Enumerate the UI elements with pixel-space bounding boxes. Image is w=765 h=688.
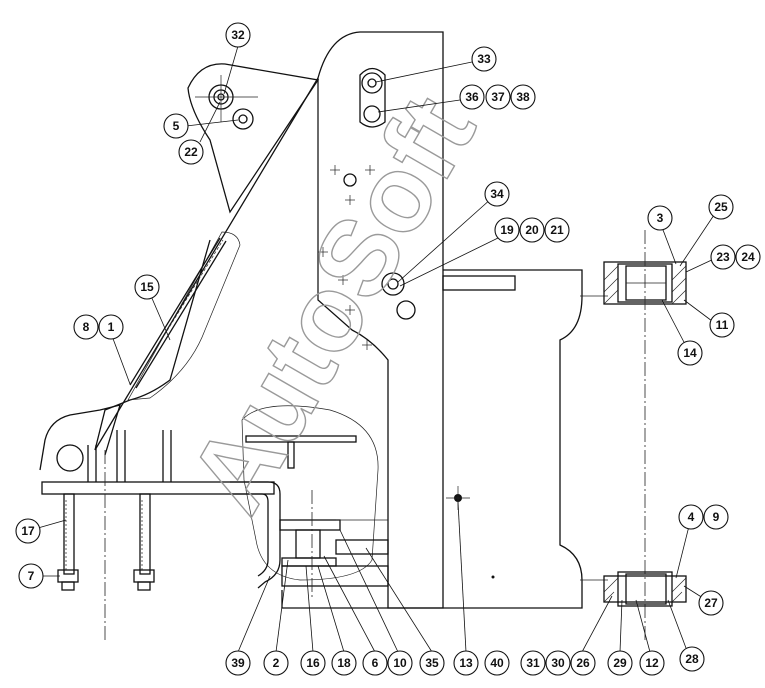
svg-text:31: 31 [526,656,540,670]
callout-17: 17 [15,518,41,544]
callout-22: 22 [178,139,204,165]
callout-3: 3 [647,205,673,231]
callout-19: 19 [494,217,520,243]
svg-text:29: 29 [613,656,627,670]
callout-18: 18 [331,650,357,676]
callout-35: 35 [419,650,445,676]
svg-text:3: 3 [657,211,664,225]
svg-text:23: 23 [716,250,730,264]
upper-bearing-housing [603,230,687,640]
callout-6: 6 [362,650,388,676]
svg-text:39: 39 [231,656,245,670]
callout-2: 2 [263,650,289,676]
upper-bracket [187,63,320,214]
callout-25: 25 [708,194,734,220]
svg-text:28: 28 [685,652,699,666]
svg-text:18: 18 [337,656,351,670]
svg-text:22: 22 [184,145,198,159]
callout-13: 13 [453,650,479,676]
callout-11: 11 [709,312,735,338]
callout-31: 31 [520,650,546,676]
svg-text:14: 14 [683,346,697,360]
svg-text:33: 33 [477,52,491,66]
callout-27: 27 [698,590,724,616]
lower-left-frame [39,404,281,640]
callout-10: 10 [387,650,413,676]
svg-text:6: 6 [372,656,379,670]
callout-23: 23 [710,244,736,270]
svg-text:35: 35 [425,656,439,670]
callout-37: 37 [485,84,511,110]
svg-text:20: 20 [525,223,539,237]
svg-text:26: 26 [576,656,590,670]
svg-text:15: 15 [140,280,154,294]
svg-text:4: 4 [688,510,695,524]
svg-text:7: 7 [28,569,35,583]
svg-text:8: 8 [83,320,90,334]
svg-text:36: 36 [465,90,479,104]
callout-12: 12 [639,650,665,676]
callout-36: 36 [459,84,485,110]
callout-28: 28 [679,646,705,672]
svg-text:12: 12 [645,656,659,670]
callout-5: 5 [163,113,189,139]
watermark-text: AutoSoft [165,76,498,531]
callout-4: 4 [678,504,704,530]
svg-text:32: 32 [231,28,245,42]
callout-34: 34 [484,181,510,207]
svg-text:38: 38 [516,90,530,104]
svg-text:30: 30 [551,656,565,670]
callout-15: 15 [134,274,160,300]
callout-1: 1 [98,314,124,340]
svg-text:24: 24 [741,250,755,264]
inclined-arm [94,77,319,451]
callout-26: 26 [570,650,596,676]
svg-text:11: 11 [716,318,729,332]
svg-text:17: 17 [21,524,35,538]
svg-text:25: 25 [714,200,728,214]
leader-lines [37,45,717,653]
lower-bearing-housing [603,571,687,607]
svg-text:13: 13 [459,656,473,670]
svg-text:10: 10 [393,656,407,670]
callout-32: 32 [225,22,251,48]
svg-text:21: 21 [550,223,564,237]
callout-8: 8 [73,314,99,340]
svg-text:16: 16 [306,656,320,670]
callout-16: 16 [300,650,326,676]
svg-text:5: 5 [173,119,180,133]
svg-text:1: 1 [108,320,115,334]
callout-20: 20 [519,217,545,243]
svg-text:2: 2 [273,656,280,670]
svg-text:9: 9 [713,510,720,524]
callout-29: 29 [607,650,633,676]
callout-7: 7 [18,563,44,589]
svg-text:19: 19 [500,223,514,237]
callout-9: 9 [703,504,729,530]
svg-text:37: 37 [491,90,505,104]
callout-14: 14 [677,340,703,366]
callout-21: 21 [544,217,570,243]
callout-30: 30 [545,650,571,676]
right-c-frame [281,269,608,609]
callout-39: 39 [225,650,251,676]
plate-pins [318,67,495,579]
callout-24: 24 [735,244,761,270]
svg-text:27: 27 [704,596,718,610]
svg-text:40: 40 [490,656,504,670]
svg-text:34: 34 [490,187,504,201]
drive-assembly [241,405,389,600]
callout-33: 33 [471,46,497,72]
callout-40: 40 [484,650,510,676]
callout-38: 38 [510,84,536,110]
